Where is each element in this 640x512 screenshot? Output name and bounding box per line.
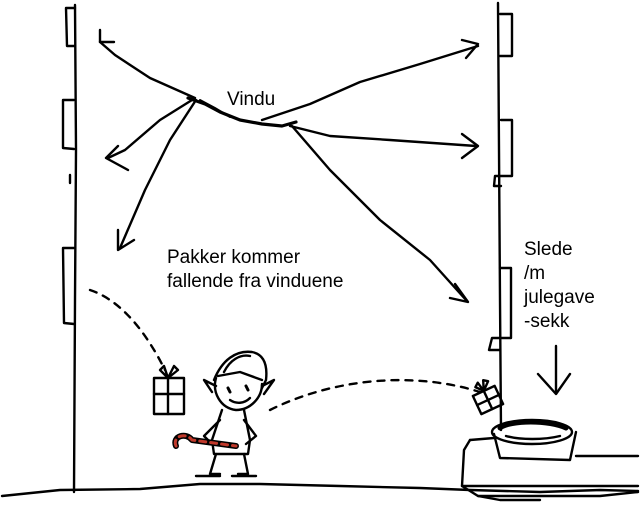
ground-line	[0, 482, 640, 498]
gift-left	[152, 364, 186, 416]
sled-caption-line-2: /m	[524, 263, 546, 284]
trajectory-right	[268, 378, 482, 412]
sled	[460, 418, 640, 502]
right-window-1	[498, 12, 514, 58]
sled-caption: Slede /m julegave -sekk	[524, 238, 595, 334]
sled-caption-line-3: julegave	[524, 287, 595, 308]
sled-caption-line-4: -sekk	[524, 311, 570, 332]
window-burst-arrows	[98, 28, 480, 304]
gift-right	[471, 378, 505, 416]
left-window-3	[61, 246, 76, 326]
down-arrow	[536, 344, 572, 396]
window-label: Vindu	[227, 89, 276, 110]
packages-caption-line-2: fallende fra vinduene	[167, 271, 344, 292]
elf-character	[194, 350, 276, 478]
right-window-2	[492, 118, 514, 188]
candy-cane	[172, 432, 239, 449]
sled-caption-line-1: Slede	[524, 239, 573, 260]
right-wall	[487, 1, 514, 432]
packages-caption-line-1: Pakker kommer	[167, 247, 301, 268]
left-window-2	[61, 98, 76, 151]
packages-caption: Pakker kommer fallende fra vinduene	[167, 246, 343, 294]
trajectory-left	[88, 288, 167, 372]
left-wall	[61, 3, 78, 494]
left-window-1	[64, 6, 77, 48]
right-window-3	[487, 266, 513, 352]
